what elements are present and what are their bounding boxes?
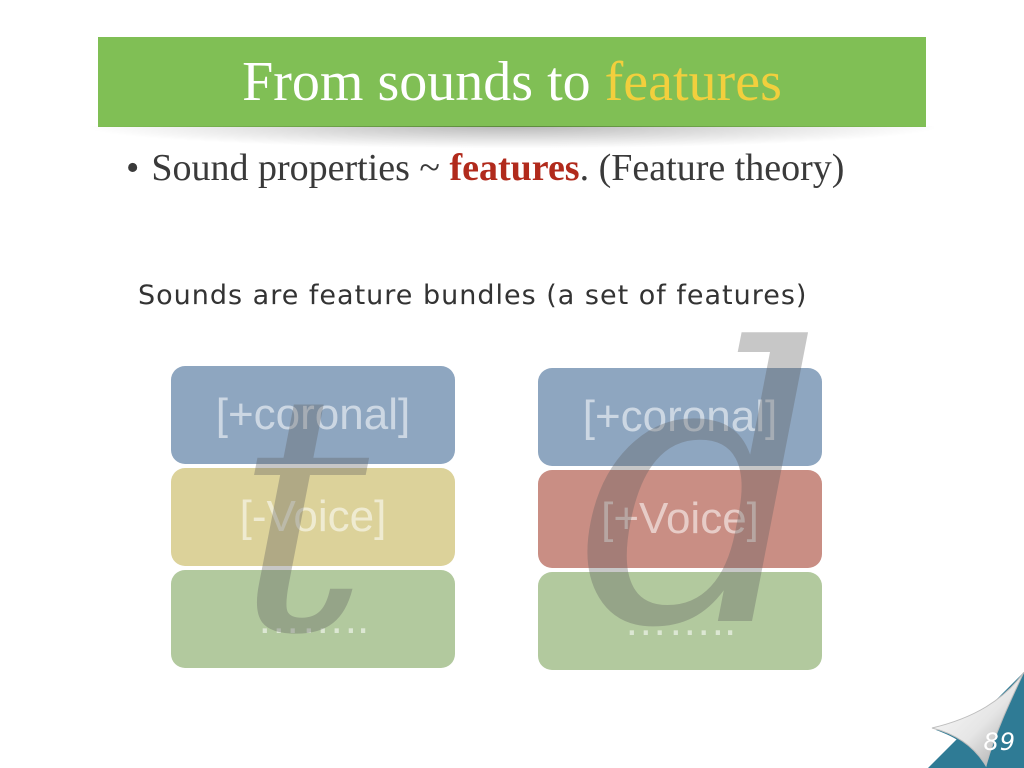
title-banner: From sounds to features	[98, 37, 926, 127]
page-curl-icon	[928, 672, 1024, 768]
feature-box-coronal: [+coronal]	[171, 366, 455, 464]
feature-box-more: ……..	[538, 572, 822, 670]
title-banner-shadow	[90, 126, 934, 148]
page-number: 89	[983, 728, 1016, 756]
bullet-keyword: features	[449, 147, 580, 189]
bullet-prefix: Sound properties ~	[151, 147, 450, 189]
bullet-point: • Sound properties ~ features. (Feature t…	[126, 146, 1006, 192]
feature-box-voice: [+Voice]	[538, 470, 822, 568]
bullet-dot: •	[126, 147, 140, 189]
slide-title: From sounds to features	[242, 54, 782, 110]
title-accent: features	[604, 51, 782, 113]
title-prefix: From sounds to	[242, 51, 605, 113]
feature-box-more: ……..	[171, 570, 455, 668]
feature-box-coronal: [+coronal]	[538, 368, 822, 466]
bullet-suffix: . (Feature theory)	[579, 147, 845, 189]
feature-box-voice: [-Voice]	[171, 468, 455, 566]
bundles-caption: Sounds are feature bundles (a set of fea…	[138, 280, 808, 311]
